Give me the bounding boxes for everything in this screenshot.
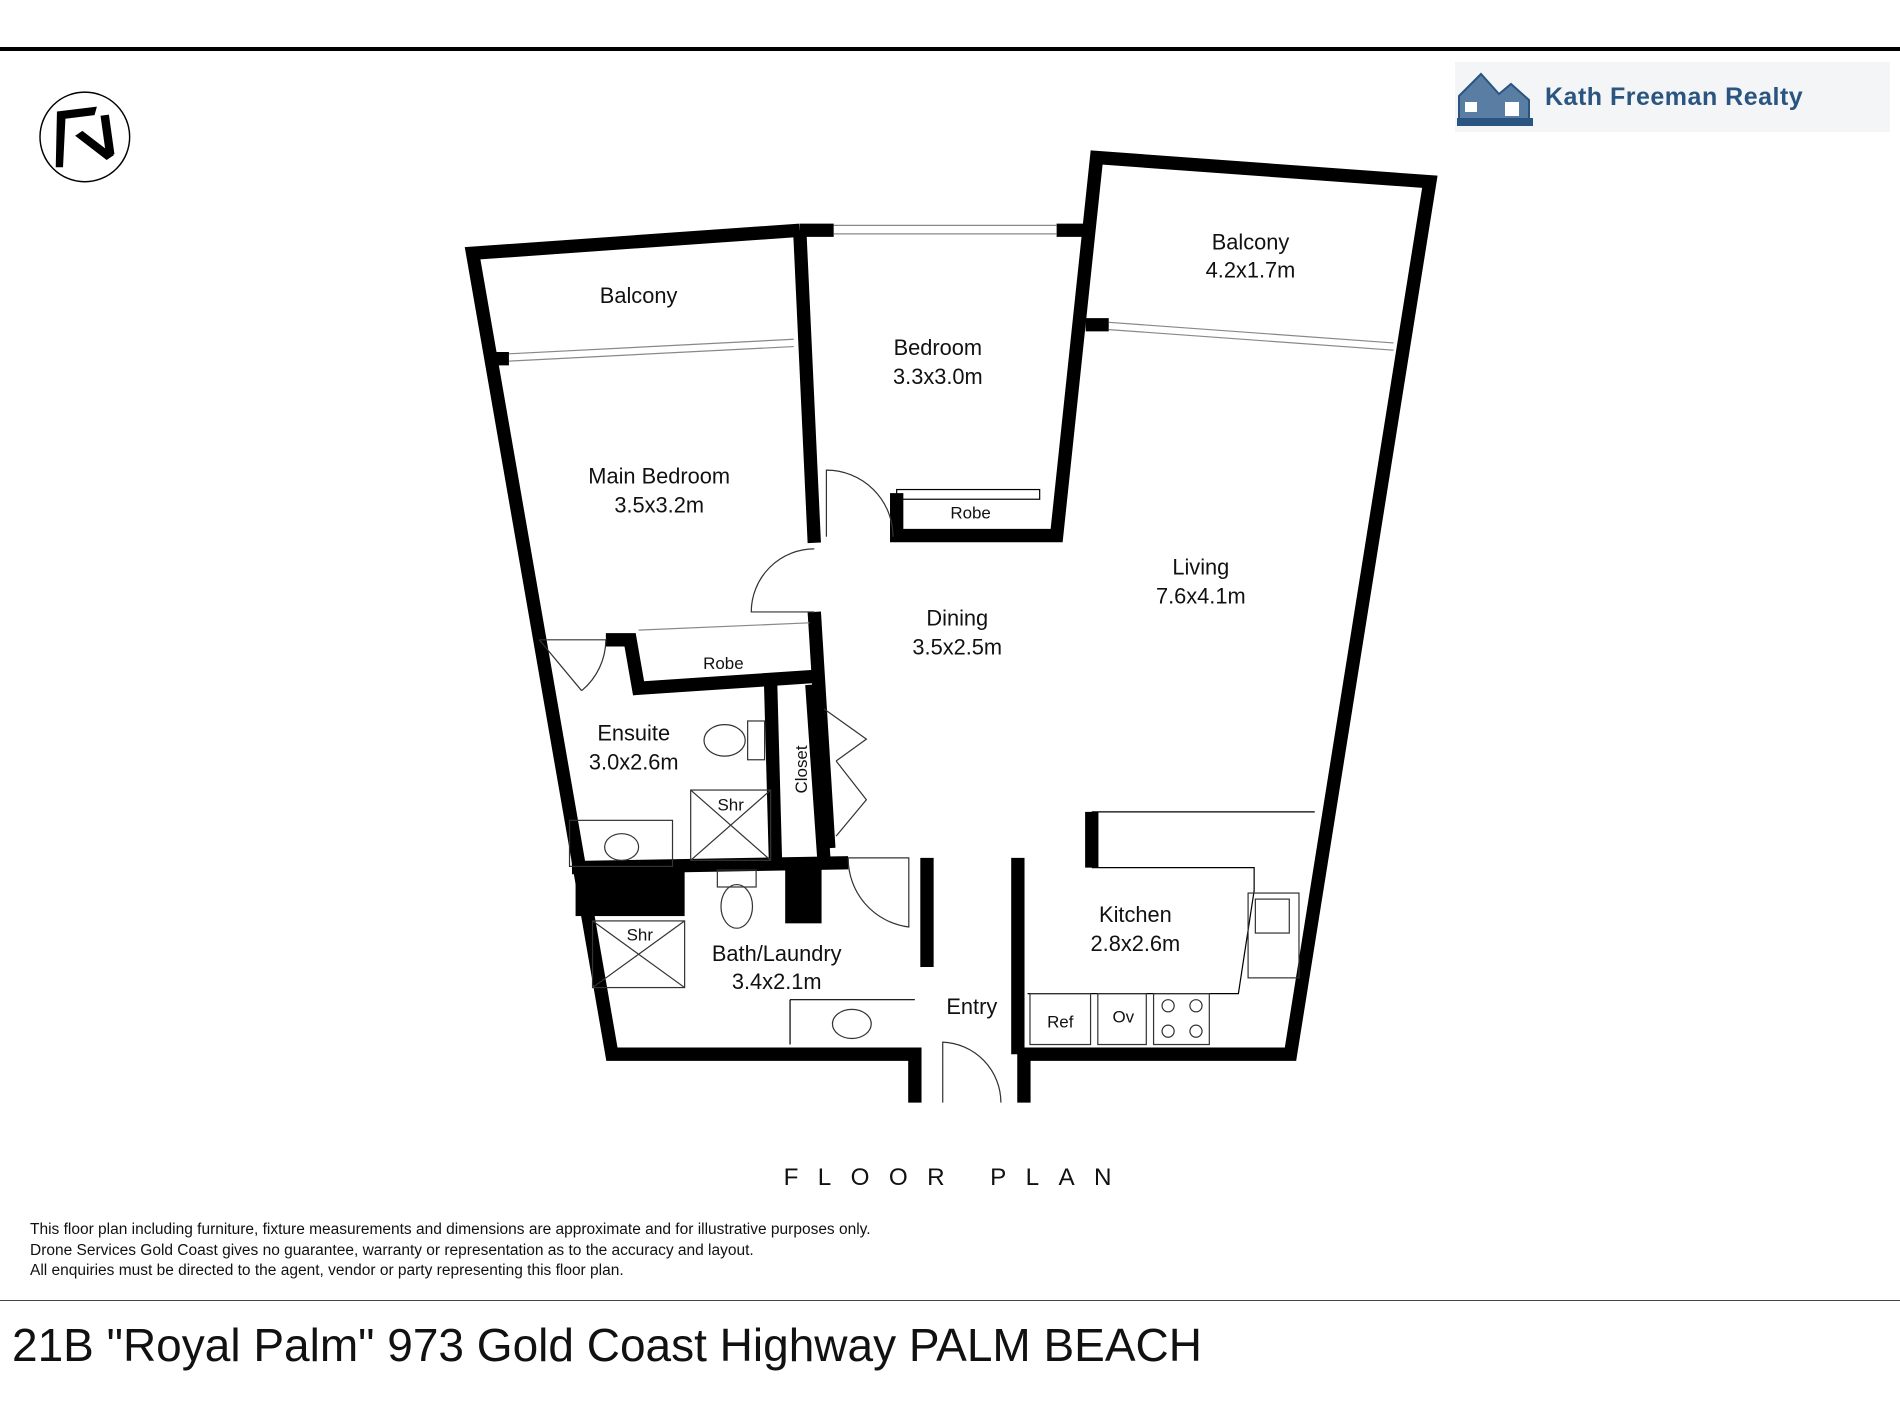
house-logo-icon xyxy=(1457,72,1533,126)
disclaimer-line: Drone Services Gold Coast gives no guara… xyxy=(30,1241,754,1259)
room-bedroom: Bedroom xyxy=(894,335,982,360)
bath-shower: Shr xyxy=(627,925,654,944)
walls xyxy=(464,150,1438,1103)
room-living: Living xyxy=(1172,554,1229,579)
room-balcony-left: Balcony xyxy=(600,283,678,308)
room-bath-laundry-size: 3.4x2.1m xyxy=(732,969,822,994)
disclaimer-line: This floor plan including furniture, fix… xyxy=(30,1221,871,1238)
fridge-label: Ref xyxy=(1047,1013,1074,1032)
room-balcony-right: Balcony xyxy=(1212,230,1290,255)
plan-heading: FLOOR PLAN xyxy=(784,1164,1131,1191)
disclaimer-line: All enquiries must be directed to the ag… xyxy=(30,1262,624,1279)
bottom-rule xyxy=(0,1300,1900,1301)
room-robe-bedroom: Robe xyxy=(950,504,991,523)
room-ensuite: Ensuite xyxy=(597,720,670,745)
ensuite-shower: Shr xyxy=(717,796,744,815)
brand-logo: Kath Freeman Realty xyxy=(1455,62,1890,132)
room-dining-size: 3.5x2.5m xyxy=(912,634,1002,659)
room-main-bedroom: Main Bedroom xyxy=(588,463,730,488)
north-arrow-icon xyxy=(39,91,131,183)
room-living-size: 7.6x4.1m xyxy=(1156,583,1246,608)
room-entry: Entry xyxy=(946,994,997,1019)
room-dining: Dining xyxy=(926,605,988,630)
room-bedroom-size: 3.3x3.0m xyxy=(893,364,983,389)
brand-name: Kath Freeman Realty xyxy=(1545,82,1804,111)
room-closet: Closet xyxy=(792,745,811,793)
property-address: 21B "Royal Palm" 973 Gold Coast Highway … xyxy=(12,1319,1202,1371)
disclaimer: This floor plan including furniture, fix… xyxy=(30,1220,871,1282)
room-kitchen-size: 2.8x2.6m xyxy=(1091,931,1181,956)
room-kitchen: Kitchen xyxy=(1099,902,1172,927)
room-ensuite-size: 3.0x2.6m xyxy=(589,749,679,774)
fixtures xyxy=(568,720,1300,1046)
doors xyxy=(538,469,1002,1103)
room-balcony-right-size: 4.2x1.7m xyxy=(1206,257,1296,282)
room-robe-main: Robe xyxy=(703,654,744,673)
room-bath-laundry: Bath/Laundry xyxy=(712,941,842,966)
windows xyxy=(508,224,1394,1045)
room-main-bedroom-size: 3.5x3.2m xyxy=(614,493,704,518)
oven-label: Ov xyxy=(1112,1008,1134,1027)
top-rule xyxy=(0,47,1900,51)
